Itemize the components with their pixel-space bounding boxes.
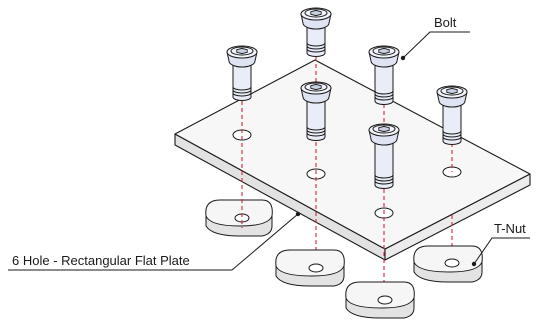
tnut-middle [275,249,345,287]
plate-label: 6 Hole - Rectangular Flat Plate [12,253,190,268]
flat-plate [174,59,531,261]
bolt-callout: Bolt [400,15,470,61]
bolt-4 [300,81,332,141]
bolt-label: Bolt [434,15,457,30]
bolt-3 [368,45,400,105]
bolts [226,7,468,189]
bolt-5 [436,85,468,145]
tnut-label: T-Nut [494,221,526,236]
bolt-1 [226,45,258,101]
bolt-6 [368,123,400,189]
bolt-2 [300,7,332,57]
tnut-callout: T-Nut [471,221,530,267]
tnut-back-left [205,199,273,237]
tnut-right [413,245,483,283]
tnut-front [345,281,415,319]
plate-callout: 6 Hole - Rectangular Flat Plate [8,211,301,271]
